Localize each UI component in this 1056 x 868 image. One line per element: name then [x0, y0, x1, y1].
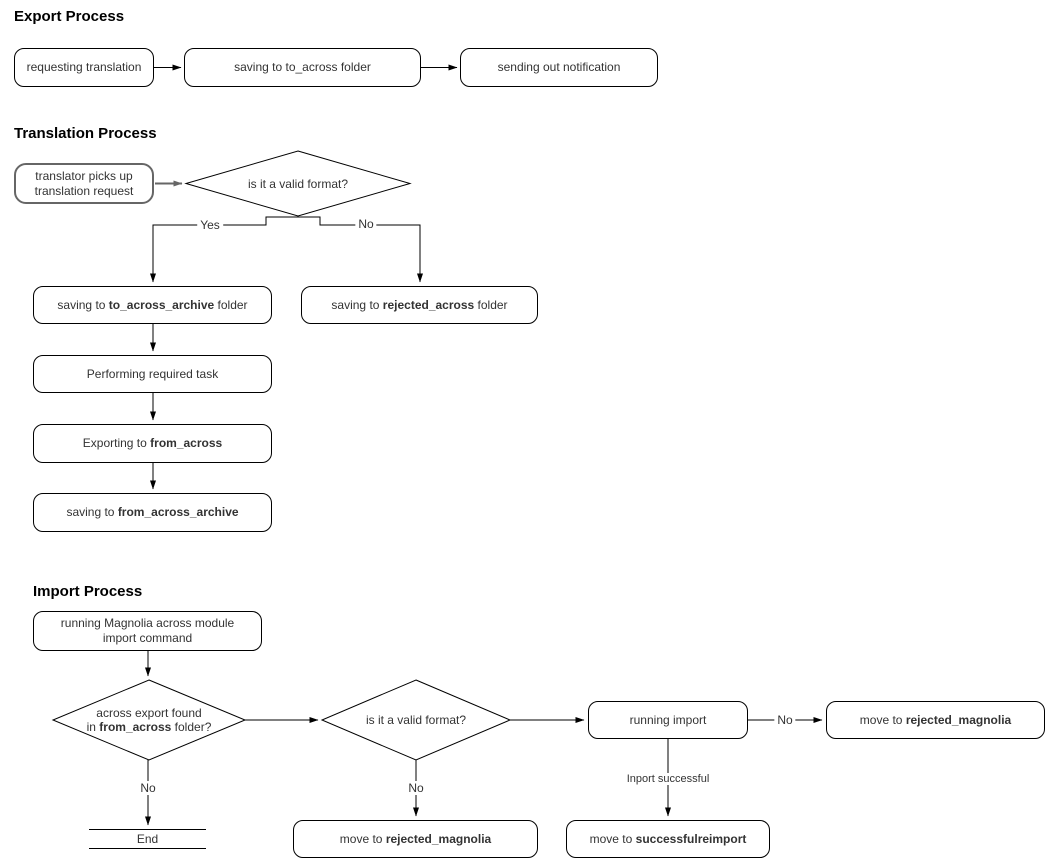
label-bold: rejected_magnolia	[385, 831, 492, 846]
label-pre: move to	[339, 831, 386, 846]
node-label: sending out notification	[497, 60, 621, 74]
label-bold: to_across_archive	[108, 297, 215, 312]
decision-export-found-shape	[51, 679, 247, 761]
label-bold: from_across_archive	[117, 505, 239, 519]
node-label: saving to from_across_archive	[66, 505, 238, 520]
node-label-line1: running Magnolia across module	[60, 616, 235, 630]
node-label: translator picks up translation request	[20, 169, 148, 199]
section-title-export: Export Process	[14, 8, 125, 25]
label-pre: saving to	[66, 505, 118, 519]
edge-yes-branch	[150, 216, 298, 283]
edge-label-no-valid-format: No	[405, 781, 427, 795]
flow-node-saving-to-across: saving to to_across folder	[184, 48, 421, 87]
node-label: running import	[629, 712, 707, 727]
node-label-line1: translator picks up	[35, 168, 133, 183]
node-label-line2: import command	[102, 631, 193, 645]
label-pre: move to	[859, 712, 906, 727]
flow-node-running-magnolia-command: running Magnolia across module import co…	[33, 611, 262, 651]
edge-no-branch	[298, 216, 423, 283]
flow-node-exporting-from-across: Exporting to from_across	[33, 424, 272, 463]
flow-node-sending-notification: sending out notification	[460, 48, 658, 87]
label-bold: rejected_across	[382, 297, 475, 312]
flow-node-requesting-translation: requesting translation	[14, 48, 154, 87]
node-label: move to rejected_magnolia	[860, 713, 1011, 728]
flow-node-translator-pickup: translator picks up translation request	[14, 163, 154, 204]
flow-node-saving-to-across-archive: saving to to_across_archive folder	[33, 286, 272, 324]
node-label: saving to to_across folder	[234, 60, 371, 74]
flow-node-move-rejected-magnolia-right: move to rejected_magnolia	[826, 701, 1045, 739]
flow-node-running-import: running import	[588, 701, 748, 739]
node-label: Performing required task	[86, 366, 219, 381]
flow-node-end: End	[89, 829, 206, 849]
node-label: running Magnolia across module import co…	[38, 616, 257, 646]
flow-node-performing-task: Performing required task	[33, 355, 272, 393]
flow-node-move-successfulreimport: move to successfulreimport	[566, 820, 770, 858]
section-title-import: Import Process	[33, 583, 143, 600]
edge-label-import-successful: Inport successful	[623, 773, 713, 785]
flow-node-saving-rejected-across: saving to rejected_across folder	[301, 286, 538, 324]
node-label: saving to rejected_across folder	[331, 298, 507, 313]
edge-label-yes: Yes	[197, 218, 223, 232]
node-label: Exporting to from_across	[83, 436, 222, 451]
label-pre: Exporting to	[82, 436, 151, 450]
flow-node-move-rejected-magnolia-bottom: move to rejected_magnolia	[293, 820, 538, 858]
section-title-translation: Translation Process	[14, 125, 157, 142]
flow-node-saving-from-across-archive: saving to from_across_archive	[33, 493, 272, 532]
node-label: move to rejected_magnolia	[340, 832, 491, 847]
label-pre: move to	[589, 831, 636, 846]
label-bold: from_across	[150, 436, 223, 450]
node-label: move to successfulreimport	[590, 832, 747, 847]
edge-label-no-translation: No	[355, 217, 377, 231]
label-bold: rejected_magnolia	[905, 712, 1012, 727]
edge-label-no-export-found: No	[137, 781, 159, 795]
edge-label-no-running-import: No	[774, 713, 796, 727]
decision-valid-format-2-shape	[320, 679, 512, 761]
node-label: requesting translation	[26, 60, 142, 74]
decision-valid-format-1-shape	[184, 150, 412, 217]
node-label-line2: translation request	[34, 183, 134, 198]
label-post: folder	[214, 297, 248, 312]
label-post: folder	[474, 297, 508, 312]
label-bold: successfulreimport	[635, 831, 747, 846]
label-pre: saving to	[57, 297, 109, 312]
node-label: End	[136, 831, 159, 846]
label-pre: saving to	[331, 297, 383, 312]
node-label: saving to to_across_archive folder	[57, 298, 247, 313]
